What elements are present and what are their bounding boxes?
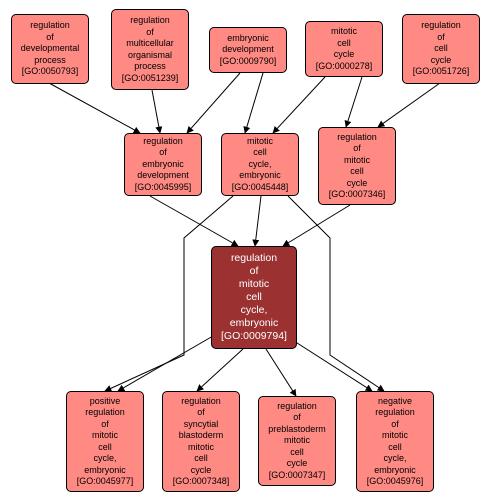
go-term-positive-regulation-of-mitotic-cell-cycle-embryonic[interactable]: positive regulation of mitotic cell cycl…: [66, 391, 144, 492]
go-term-regulation-of-developmental-process[interactable]: regulation of developmental process [GO:…: [11, 14, 89, 84]
go-term-regulation-of-mitotic-cell-cycle[interactable]: regulation of mitotic cell cycle [GO:000…: [318, 127, 396, 205]
edge-n4-n7: [272, 76, 326, 134]
go-term-regulation-of-preblastoderm-mitotic-cell-cycle[interactable]: regulation of preblastoderm mitotic cell…: [258, 396, 336, 486]
edge-n5-n8: [377, 82, 441, 128]
edge-n7-n9: [252, 195, 262, 247]
go-term-mitotic-cell-cycle[interactable]: mitotic cell cycle [GO:0000278]: [305, 21, 383, 77]
edge-n3-n7: [243, 72, 264, 134]
go-term-mitotic-cell-cycle-embryonic[interactable]: mitotic cell cycle, embryonic [GO:004544…: [221, 133, 299, 196]
go-term-negative-regulation-of-mitotic-cell-cycle-embryonic[interactable]: negative regulation of mitotic cell cycl…: [356, 391, 434, 492]
edge-n9-n11: [196, 348, 244, 392]
edge-n6-n9: [149, 195, 239, 247]
edge-n7-n10: [104, 195, 234, 392]
go-term-regulation-of-syncytial-blastoderm-mitotic-cell-cycle[interactable]: regulation of syncytial blastoderm mitot…: [162, 391, 240, 492]
go-term-regulation-of-cell-cycle[interactable]: regulation of cell cycle [GO:0051726]: [402, 14, 480, 84]
edge-n3-n6: [186, 72, 241, 134]
edge-n9-n13: [293, 340, 373, 392]
edge-n2-n6: [151, 89, 163, 134]
edge-n9-n10: [117, 335, 214, 392]
go-term-regulation-of-embryonic-development[interactable]: regulation of embryonic development [GO:…: [124, 133, 202, 196]
edge-n7-n13: [287, 195, 385, 392]
go-term-embryonic-development[interactable]: embryonic development [GO:0009790]: [209, 27, 287, 73]
edge-n1-n6: [48, 82, 141, 134]
edge-n4-n8: [344, 76, 363, 128]
edge-n8-n9: [282, 204, 351, 247]
go-term-regulation-of-multicellular-organismal-process[interactable]: regulation of multicellular organismal p…: [111, 9, 189, 90]
go-term-regulation-of-mitotic-cell-cycle-embryonic[interactable]: regulation of mitotic cell cycle, embryo…: [211, 246, 297, 349]
edge-n9-n12: [265, 348, 297, 397]
